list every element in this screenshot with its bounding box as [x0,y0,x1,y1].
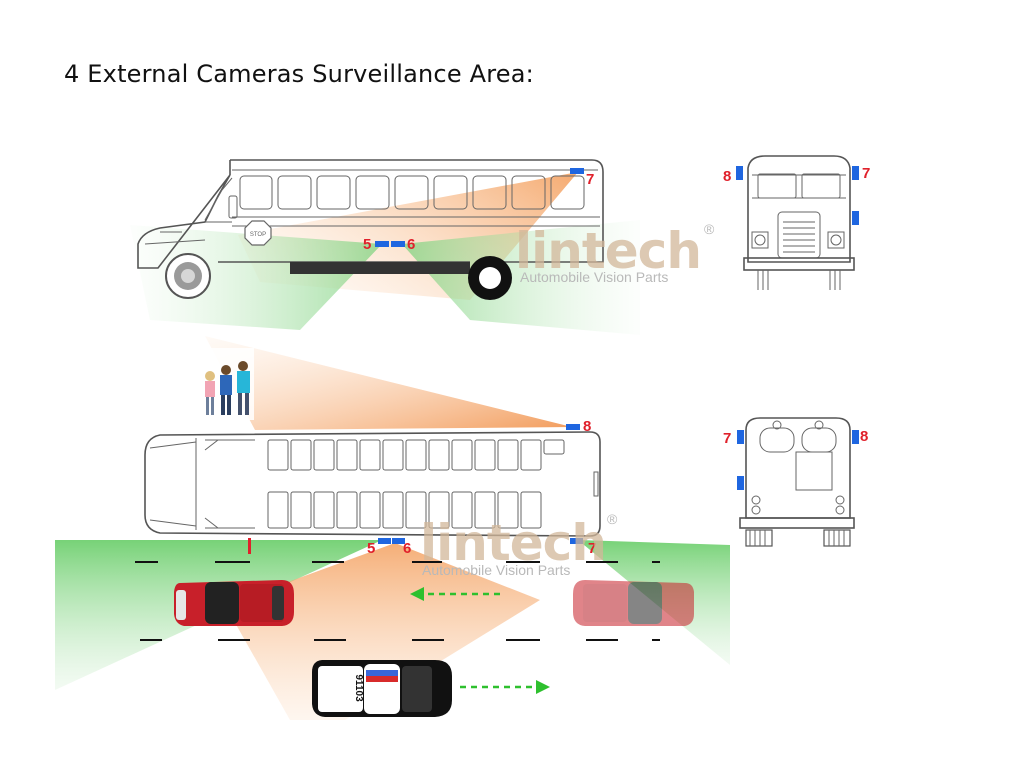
diagram-title: 4 External Cameras Surveillance Area: [64,60,534,88]
coverage-cone-camera-8-top [205,336,572,430]
coverage-cone-camera-5-side [130,225,382,330]
camera-7-front [852,166,859,180]
camera-5-side [375,241,389,247]
watermark-registered-bottom: ® [607,511,618,527]
label-camera-8-front: 8 [723,168,731,185]
road-lane-markings [135,561,660,641]
camera-6-top [392,538,405,544]
police-car-number: 91103 [353,674,364,702]
camera-8-rear [852,430,859,444]
label-camera-7-front: 7 [862,165,870,182]
watermark-brand-bottom: lintech [420,514,606,572]
label-camera-8-rear: 8 [860,428,868,445]
stop-sign-text: STOP [250,232,266,238]
label-camera-7-side: 7 [586,171,594,188]
label-camera-5-top: 5 [367,540,375,557]
side-windows [239,175,585,210]
front-view-bus: 8 7 [723,155,870,290]
rear-view-bus: 7 8 [723,417,868,547]
police-car: 91103 [312,660,452,717]
camera-side-rear [737,476,744,490]
label-camera-6-top: 6 [403,540,411,557]
watermark-brand-top: lintech [515,222,701,280]
coverage-cone-camera-6-side [402,220,640,335]
seat-rows [267,439,565,529]
stop-sign-icon [244,220,272,246]
red-car [174,580,294,626]
camera-side-front [852,211,859,225]
traffic-right-arrow-icon [460,680,550,694]
coverage-cone-camera-6-top [225,543,540,720]
traffic-left-arrow-icon [410,587,500,601]
side-skirt [290,262,470,274]
red-car-faded [573,580,694,626]
camera-5-top [378,538,391,544]
stop-arm-marker [248,538,251,554]
camera-8-top [566,424,580,430]
top-view-bus: 8 5 6 7 [144,418,601,557]
watermark-registered-top: ® [704,221,715,237]
camera-8-front [736,166,743,180]
side-view-bus: STOP 7 5 6 lintech ® Automobile Vision P… [130,159,715,335]
camera-7-side [570,168,584,174]
top-view-scene: 8 5 6 7 lintech ® Automobile Vision Part… [55,336,730,720]
watermark-tagline-bottom: Automobile Vision Parts [422,562,570,578]
label-camera-7-top: 7 [588,540,596,557]
camera-6-side [391,241,405,247]
children-icon [198,348,254,420]
camera-7-rear [737,430,744,444]
label-camera-8-top: 8 [583,418,591,435]
label-camera-5-side: 5 [363,236,371,253]
camera-7-top [570,538,583,544]
label-camera-6-side: 6 [407,236,415,253]
watermark-tagline-top: Automobile Vision Parts [520,269,668,285]
label-camera-7-rear: 7 [723,430,731,447]
